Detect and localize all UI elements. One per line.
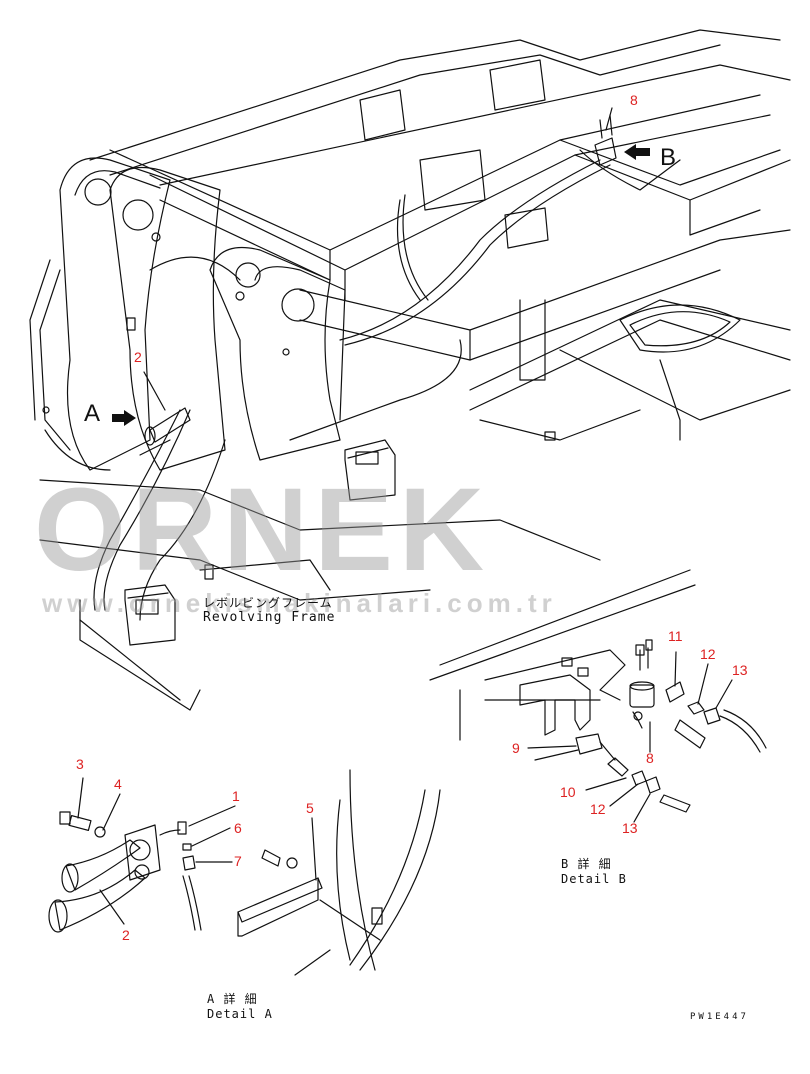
arrow-a — [112, 410, 136, 426]
detail-b-jp: B 詳 細 — [561, 857, 612, 871]
lower-beam — [299, 229, 791, 331]
upper-beam — [89, 29, 781, 161]
mount-bracket-left — [124, 584, 176, 646]
callout-12-top: 12 — [700, 646, 716, 662]
callout-11: 11 — [668, 628, 683, 644]
callout-13-bottom: 13 — [622, 820, 638, 836]
callout-5: 5 — [306, 800, 314, 816]
callout-13-top: 13 — [732, 662, 748, 678]
mount-bracket-center — [344, 439, 396, 501]
callout-1: 1 — [232, 788, 240, 804]
detail-a-en: Detail A — [207, 1007, 273, 1021]
callout-4: 4 — [114, 776, 122, 792]
view-label-a: A — [84, 400, 101, 427]
main-boom-top — [109, 94, 761, 251]
detail-b-beam — [484, 649, 626, 701]
callout-3: 3 — [76, 756, 84, 772]
callout-9: 9 — [512, 740, 520, 756]
boom-plate-mid — [109, 166, 226, 471]
boom-plate-right — [209, 246, 341, 461]
watermark-logo: ORNEK — [34, 464, 491, 596]
frame-label-en: Revolving Frame — [203, 610, 336, 625]
callout-6: 6 — [234, 820, 242, 836]
callout-7: 7 — [234, 853, 242, 869]
callout-2-main: 2 — [134, 349, 142, 365]
detail-b-en: Detail B — [561, 872, 627, 886]
horn-upper — [65, 839, 141, 891]
callout-12-bottom: 12 — [590, 801, 606, 817]
callout-8-detail: 8 — [646, 750, 654, 766]
callout-2-detail: 2 — [122, 927, 130, 943]
frame-label-jp: レボルビングフレーム — [203, 596, 333, 610]
hose-run — [339, 159, 601, 341]
view-label-b: B — [660, 144, 677, 171]
callout-10: 10 — [560, 784, 576, 800]
detail-a-jp: A 詳 細 — [207, 992, 258, 1006]
valve-body — [629, 684, 655, 708]
drawing-code: PW1E447 — [690, 1012, 749, 1022]
arrow-b — [624, 144, 650, 160]
watermark-url: www.ornekismakinalari.com.tr — [42, 588, 557, 618]
hose-left — [93, 409, 181, 611]
bracket-plate — [237, 877, 323, 923]
callout-8-main: 8 — [630, 92, 638, 108]
boom-plate-left — [59, 157, 171, 471]
